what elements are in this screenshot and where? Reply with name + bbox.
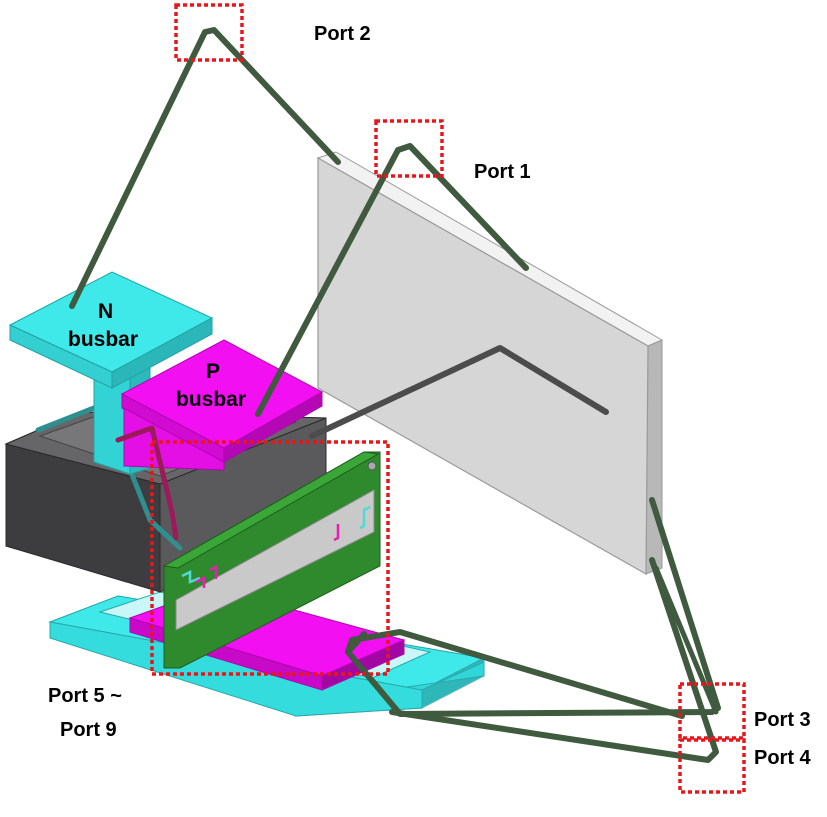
port1-marker — [374, 119, 444, 178]
port5-label-line1: Port 5 ~ — [48, 685, 122, 707]
port3-label: Port 3 — [754, 709, 811, 731]
port2-marker — [174, 3, 244, 62]
wire-port2 — [69, 27, 341, 309]
wires — [69, 27, 721, 763]
port3-marker — [678, 682, 746, 740]
port4-label: Port 4 — [754, 747, 812, 769]
wire-port3-return — [653, 565, 719, 715]
wire-port1 — [255, 143, 529, 417]
pcb-board — [162, 451, 381, 669]
port1-label: Port 1 — [474, 161, 531, 183]
n-busbar-label-line1: N — [98, 300, 113, 323]
wire-cross — [309, 345, 609, 439]
p-busbar-label-line1: P — [206, 360, 220, 383]
port2-label: Port 2 — [314, 23, 371, 45]
port4-marker — [678, 738, 746, 794]
n-busbar-label-line2: busbar — [68, 328, 138, 351]
wire-bottom-loop — [345, 629, 685, 719]
port5-9-marker — [150, 440, 390, 676]
p-busbar-label-line2: busbar — [176, 388, 246, 411]
port5-label-line2: Port 9 — [60, 719, 117, 741]
p-busbar — [120, 339, 324, 471]
wire-port4 — [389, 557, 719, 763]
magenta-lead — [115, 425, 179, 541]
gray-panel — [316, 151, 664, 576]
